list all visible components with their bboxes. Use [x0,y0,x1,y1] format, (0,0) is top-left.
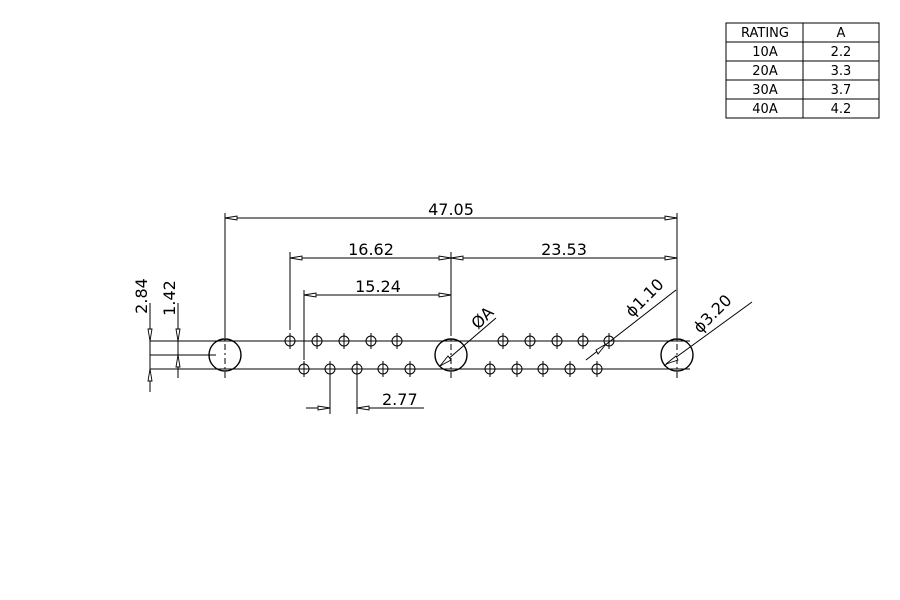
pin-holes [284,333,615,377]
rating-table-cell: 3.7 [831,83,852,98]
rating-table-cell: 40A [752,102,778,117]
arrowhead [595,343,607,355]
dim-height-total-label: 2.84 [132,278,151,314]
rating-table: RATING A 10A 2.2 20A 3.3 30A 3.7 40A 4.2 [725,22,880,119]
dim-height-half-label: 1.42 [160,280,179,316]
dim-pitch: 2.77 [306,372,424,414]
dim-inner-span-label: 15.24 [355,277,401,296]
rating-table-header-a: A [837,26,846,41]
rating-table-cell: 4.2 [831,102,852,117]
dim-inner: 15.24 [303,277,452,360]
arrowhead [664,255,678,261]
rating-table-cell: 3.3 [831,64,852,79]
leader-line [663,301,753,367]
rating-table-header-rating: RATING [741,26,789,41]
rating-table-cell: 10A [752,45,778,60]
arrowhead [175,354,181,368]
dim-heights: 2.84 1.42 [132,278,216,392]
arrowhead [356,405,370,411]
rating-table-cell: 2.2 [831,45,852,60]
arrowhead [665,355,679,365]
arrowhead [317,405,331,411]
arrowhead [438,292,452,298]
dim-overall: 47.05 [224,200,678,338]
arrowhead [147,328,153,342]
dim-diameters: ØA ϕ1.10 ϕ3.20 [439,275,753,367]
dim-pitch-label: 2.77 [382,390,418,409]
center-lines [224,330,678,380]
arrowhead [439,355,452,367]
arrowhead [303,292,317,298]
arrowhead [175,328,181,342]
dim-overall-label: 47.05 [428,200,474,219]
arrowhead [224,215,238,221]
rating-table-cell: 20A [752,64,778,79]
dim-center-hole-label: ØA [467,303,497,333]
dim-left-span-label: 16.62 [348,240,394,259]
dim-right-span-label: 23.53 [541,240,587,259]
mounting-holes [208,338,694,372]
arrowhead [438,255,452,261]
row-reference-lines [150,340,690,370]
arrowhead [664,215,678,221]
dim-large-hole-label: ϕ3.20 [689,291,735,337]
arrowhead [450,255,464,261]
rating-table-cell: 30A [752,83,778,98]
arrowhead [147,368,153,382]
arrowhead [289,255,303,261]
dim-spans: 16.62 23.53 [289,240,678,330]
mounting-hole-right [660,338,694,372]
center-hole-a [434,338,468,372]
